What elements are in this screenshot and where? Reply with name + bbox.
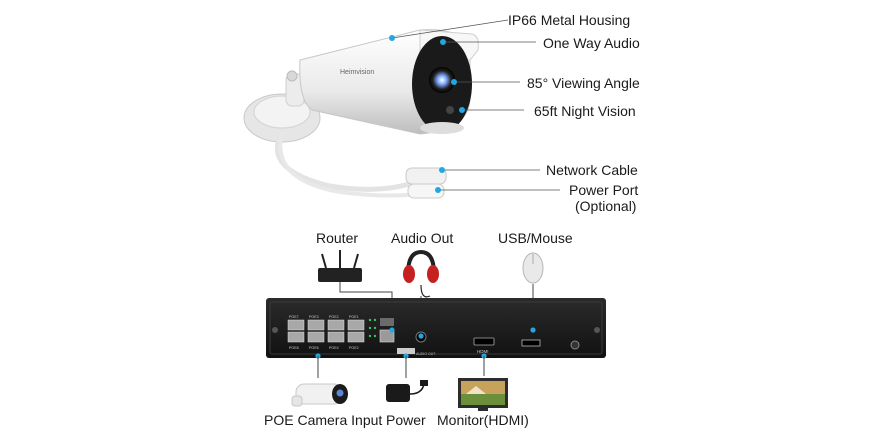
bottom-connection-lines — [317, 356, 485, 378]
label-audio-out: Audio Out — [391, 230, 454, 246]
callout-dot-night — [459, 107, 465, 113]
label-router: Router — [316, 230, 359, 246]
svg-text:AUDIO OUT: AUDIO OUT — [416, 352, 436, 356]
label-power: Power — [386, 412, 426, 428]
poe-port — [287, 331, 305, 343]
callout-dot-housing — [389, 35, 395, 41]
poe-port — [307, 331, 325, 343]
callout-viewing-angle: 85° Viewing Angle — [527, 75, 640, 91]
callout-network-cable: Network Cable — [546, 162, 638, 178]
audio-port-dot — [418, 333, 424, 339]
poe-port — [347, 319, 365, 331]
network-cable-line — [275, 130, 432, 192]
callout-dot-angle — [451, 79, 457, 85]
monitor-device — [458, 378, 508, 411]
callout-dot-power — [435, 187, 441, 193]
camera-callouts — [391, 19, 560, 191]
camera-lens — [429, 67, 455, 93]
poe-port-label-bottom: POE6 — [309, 346, 319, 350]
poe-port-label-bottom: POE2 — [349, 346, 359, 350]
callout-ip66-housing: IP66 Metal Housing — [508, 12, 631, 28]
ground-screw — [570, 340, 580, 350]
poe-port — [347, 331, 365, 343]
poe-port — [307, 319, 325, 331]
power-adapter-device — [386, 380, 428, 402]
mouse-device — [522, 252, 544, 284]
power-connector — [407, 183, 445, 199]
callout-dot-audio — [440, 39, 446, 45]
poe-camera-device — [291, 383, 348, 407]
router-device — [318, 250, 362, 282]
poe-port-label-top: POE7 — [289, 315, 299, 319]
usb-port — [521, 339, 541, 347]
poe-port-label-top: POE3 — [309, 315, 319, 319]
callout-one-way-audio: One Way Audio — [543, 35, 640, 51]
svg-text:HDMI: HDMI — [477, 349, 489, 354]
router-port-dot — [389, 327, 395, 333]
poe-port — [327, 331, 345, 343]
camera-brand-logo: Heimvision — [340, 69, 374, 76]
hdmi-port — [473, 337, 495, 346]
callout-power-port: Power Port — [569, 182, 639, 198]
bullet-camera: Heimvision — [243, 29, 479, 199]
power-socket — [397, 348, 415, 354]
label-poe-camera-input: POE Camera Input — [264, 412, 383, 428]
callout-night-vision: 65ft Night Vision — [534, 103, 636, 119]
poe-port — [327, 319, 345, 331]
callout-dot-network — [439, 167, 445, 173]
poe-port — [287, 319, 305, 331]
label-usb-mouse: USB/Mouse — [498, 230, 573, 246]
poe-port-label-bottom: POE8 — [289, 346, 299, 350]
camera-callout-dots — [389, 35, 465, 193]
lan-port — [379, 329, 395, 343]
headphones-device — [403, 249, 439, 298]
usb-port-dot — [530, 327, 536, 333]
poe-status-leds — [368, 318, 377, 338]
callout-power-optional: (Optional) — [575, 198, 637, 214]
nvr-body — [266, 298, 606, 358]
label-monitor-hdmi: Monitor(HDMI) — [437, 412, 529, 428]
poe-port-label-bottom: POE4 — [329, 346, 339, 350]
poe-port-label-top: POE2 — [329, 315, 339, 319]
poe-port-label-top: POE1 — [349, 315, 359, 319]
